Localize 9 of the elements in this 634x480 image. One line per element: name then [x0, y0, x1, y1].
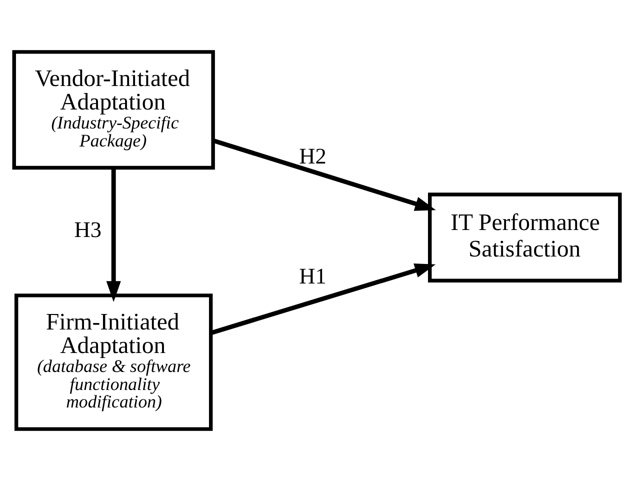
arrow	[106, 168, 121, 302]
edge-label: H2	[299, 142, 326, 168]
node-box: Firm-Initiated Adaptation (database & software functionality modification)	[14, 293, 213, 430]
edge-label: H1	[299, 263, 326, 288]
edge-label: H3	[74, 216, 102, 242]
arrow	[212, 138, 436, 210]
node-box: IT Performance Satisfaction	[428, 192, 622, 282]
node-box: Vendor-Initiated Adaptation (Industry-Specific Package)	[12, 50, 215, 170]
arrow	[210, 262, 436, 334]
